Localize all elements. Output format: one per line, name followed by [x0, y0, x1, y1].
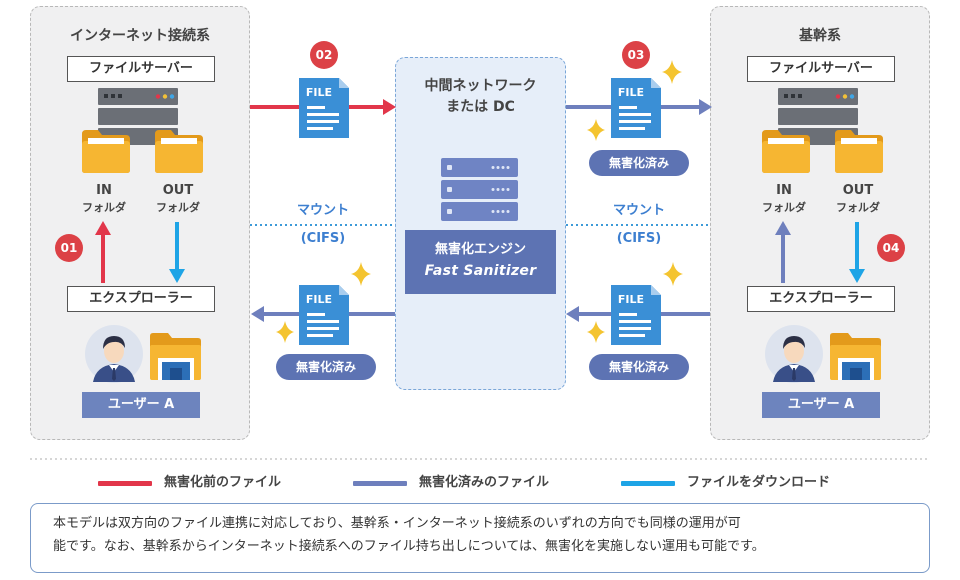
arrow-02-head — [383, 99, 396, 115]
left-explorer-app-icon — [150, 333, 201, 380]
mount-left-line2: (CIFS) — [300, 231, 346, 246]
right-in-folder-label: IN フォルダ — [744, 182, 824, 216]
legend-label-sanitized: 無害化済みのファイル — [419, 475, 550, 490]
legend-swatch-unsanitized — [98, 481, 152, 486]
legend-label-download: ファイルをダウンロード — [687, 475, 831, 490]
description-note: 本モデルは双方向のファイル連携に対応しており、基幹系・インターネット接続系のいず… — [30, 503, 930, 573]
file-icon-03-text: FILE — [617, 86, 645, 99]
left-in-folder-label: IN フォルダ — [64, 182, 144, 216]
right-in-folder-icon — [762, 130, 810, 173]
left-in-folder-icon — [82, 130, 130, 173]
middle-network-title: 中間ネットワーク または DC — [396, 76, 565, 118]
legend-label-unsanitized: 無害化前のファイル — [164, 475, 282, 490]
right-explorer-app-icon — [830, 333, 881, 380]
right-out-folder-icon — [835, 130, 883, 173]
right-explorer-label: エクスプローラー — [747, 286, 895, 312]
file-icon-return-left-shape — [299, 285, 349, 345]
engine-label-jp: 無害化エンジン — [434, 242, 526, 257]
left-file-server-label: ファイルサーバー — [67, 56, 215, 82]
file-icon-02: FILE — [297, 76, 353, 142]
right-out-folder-sub: フォルダ — [836, 201, 880, 214]
arrow-03-head — [699, 99, 712, 115]
left-out-folder-sub: フォルダ — [156, 201, 200, 214]
left-explorer-label: エクスプローラー — [67, 286, 215, 312]
file-icon-return-right-text: FILE — [617, 293, 645, 306]
right-out-folder-label: OUT フォルダ — [818, 182, 898, 216]
description-note-line2: 能です。なお、基幹系からインターネット接続系へのファイル持ち出しについては、無害… — [53, 539, 765, 554]
step-03-badge: 03 — [622, 41, 650, 69]
right-file-server-label: ファイルサーバー — [747, 56, 895, 82]
left-out-folder-label: OUT フォルダ — [138, 182, 218, 216]
arrow-01-head — [95, 221, 111, 235]
legend-swatch-download — [621, 481, 675, 486]
left-in-folder-sub: フォルダ — [82, 201, 126, 214]
file-icon-return-right-shape — [611, 285, 661, 345]
description-note-line1: 本モデルは双方向のファイル連携に対応しており、基幹系・インターネット接続系のいず… — [53, 516, 741, 531]
mount-right-label: マウント (CIFS) — [589, 197, 689, 253]
file-icon-02-text: FILE — [305, 86, 333, 99]
arrow-return-right-head — [566, 306, 579, 322]
legend-swatch-sanitized — [353, 481, 407, 486]
sanitized-badge-top-right: 無害化済み — [589, 150, 689, 176]
left-out-folder-icon — [155, 130, 203, 173]
left-in-folder-title: IN — [96, 183, 112, 198]
file-icon-03-shape — [611, 78, 661, 138]
arrow-right-up-head — [775, 221, 791, 235]
arrow-left-download-head — [169, 269, 185, 283]
middle-network-zone: 中間ネットワーク または DC — [395, 57, 566, 390]
left-user-avatar-icon — [85, 325, 143, 383]
engine-server-icon — [441, 158, 518, 221]
file-icon-03: FILE — [609, 76, 665, 142]
file-icon-return-left-text: FILE — [305, 293, 333, 306]
right-out-folder-title: OUT — [842, 183, 874, 198]
left-user-label: ユーザー A — [82, 392, 200, 418]
file-icon-return-right: FILE — [609, 283, 665, 349]
middle-network-title-line2: または DC — [446, 99, 515, 115]
mount-left-line1: マウント — [296, 203, 349, 218]
engine-label-brand: Fast Sanitizer — [424, 263, 537, 279]
mount-left-label: マウント (CIFS) — [273, 197, 373, 253]
sanitizer-engine-box: 無害化エンジン Fast Sanitizer — [405, 230, 556, 294]
middle-network-title-line1: 中間ネットワーク — [424, 78, 537, 94]
mount-right-line2: (CIFS) — [616, 231, 662, 246]
internet-zone-title: インターネット接続系 — [70, 28, 210, 44]
mount-right-line1: マウント — [612, 203, 665, 218]
arrow-return-left-head — [251, 306, 264, 322]
core-zone-title: 基幹系 — [799, 28, 841, 44]
right-user-avatar-icon — [765, 325, 823, 383]
right-in-folder-title: IN — [776, 183, 792, 198]
sanitized-badge-bottom-right: 無害化済み — [589, 354, 689, 380]
file-icon-02-shape — [299, 78, 349, 138]
file-icon-return-left: FILE — [297, 283, 353, 349]
sanitized-badge-bottom-left: 無害化済み — [276, 354, 376, 380]
step-04-badge: 04 — [877, 234, 905, 262]
step-01-badge: 01 — [55, 234, 83, 262]
right-user-label: ユーザー A — [762, 392, 880, 418]
step-02-badge: 02 — [310, 41, 338, 69]
left-out-folder-title: OUT — [162, 183, 194, 198]
right-in-folder-sub: フォルダ — [762, 201, 806, 214]
arrow-04-head — [849, 269, 865, 283]
